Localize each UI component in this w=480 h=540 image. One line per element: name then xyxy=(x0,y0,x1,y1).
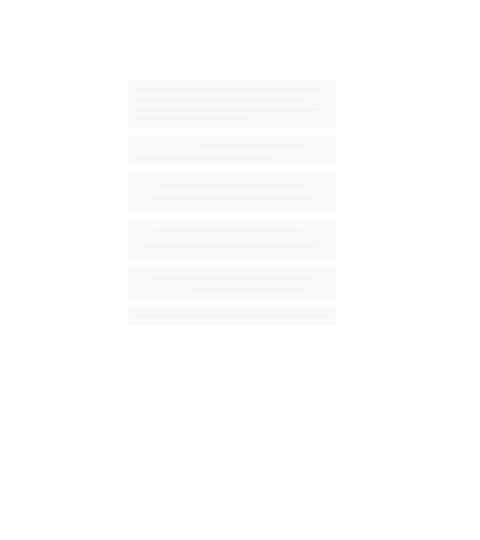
faded-text-line xyxy=(158,184,308,187)
faded-text-line xyxy=(143,244,318,247)
faded-text-block xyxy=(128,174,336,212)
faded-text-line xyxy=(188,288,308,291)
faded-text-line xyxy=(134,156,274,159)
faded-text-line xyxy=(134,108,319,111)
faded-text-line xyxy=(148,196,313,199)
faded-text-block xyxy=(128,266,336,300)
faded-text-block xyxy=(128,136,336,164)
faded-text-line xyxy=(198,144,308,147)
faded-text-line xyxy=(134,88,324,91)
faded-text-block xyxy=(128,220,336,260)
faded-text-line xyxy=(153,230,303,233)
faded-document-page xyxy=(128,80,336,326)
faded-text-line xyxy=(134,98,304,101)
faded-text-line xyxy=(134,314,330,317)
faded-text-line xyxy=(134,118,254,121)
faded-text-line xyxy=(148,276,313,279)
